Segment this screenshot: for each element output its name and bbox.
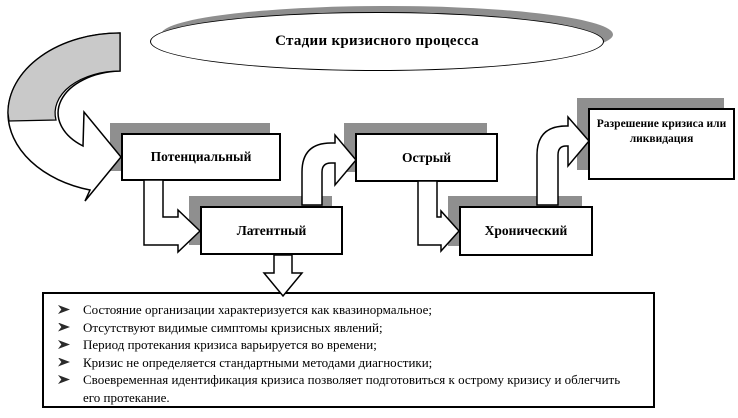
list-item: Отсутствуют видимые симптомы кризисных я… — [58, 319, 633, 337]
stage-label-chronic: Хронический — [484, 223, 568, 238]
bent-arrow-latent-acute — [301, 132, 357, 206]
stage-label-acute: Острый — [401, 149, 452, 165]
arrowhead-bullet-icon — [58, 305, 70, 314]
stage-box-potential: Потенциальный — [121, 133, 281, 181]
stage-label-latent: Латентный — [236, 222, 307, 238]
diagram-title: Стадии кризисного процесса — [275, 33, 479, 49]
note-text: Кризис не определяется стандартными мето… — [83, 354, 433, 370]
list-item: Период протекания кризиса варьируется во… — [58, 336, 633, 354]
arrowhead-bullet-icon — [58, 357, 70, 367]
bent-arrow-chronic-resolution — [536, 115, 590, 206]
block-arrow-down-latent-notes — [262, 254, 304, 298]
title-ellipse: Стадии кризисного процесса — [150, 12, 604, 71]
note-text: Состояние организации характеризуется ка… — [83, 302, 433, 317]
elbow-arrow-potential-latent — [143, 179, 202, 254]
note-text: Отсутствуют видимые симптомы кризисных я… — [83, 319, 383, 335]
stage-box-acute: Острый — [355, 133, 498, 182]
note-text: Своевременная идентификация кризиса позв… — [83, 372, 621, 405]
arrowhead-bullet-icon — [58, 322, 70, 332]
arrowhead-bullet-icon — [58, 340, 70, 349]
stage-box-chronic: Хронический — [459, 206, 593, 256]
elbow-arrow-acute-chronic — [417, 180, 461, 253]
curved-entry-arrow-gray-band — [7, 32, 121, 122]
stage-label-potential: Потенциальный — [150, 149, 252, 164]
notes-list: Состояние организации характеризуется ка… — [58, 301, 633, 406]
list-item: Своевременная идентификация кризиса позв… — [58, 371, 633, 406]
stage-box-resolution: Разрешение кризиса или ликвидация — [588, 108, 735, 180]
stage-box-latent: Латентный — [200, 206, 343, 255]
note-text: Период протекания кризиса варьируется во… — [83, 337, 377, 352]
list-item: Состояние организации характеризуется ка… — [58, 301, 633, 319]
arrowhead-bullet-icon — [58, 375, 70, 384]
list-item: Кризис не определяется стандартными мето… — [58, 354, 633, 372]
stage-label-resolution: Разрешение кризиса или ликвидация — [596, 118, 727, 145]
curved-entry-arrow — [7, 32, 122, 202]
notes-box: Состояние организации характеризуется ка… — [42, 292, 655, 408]
